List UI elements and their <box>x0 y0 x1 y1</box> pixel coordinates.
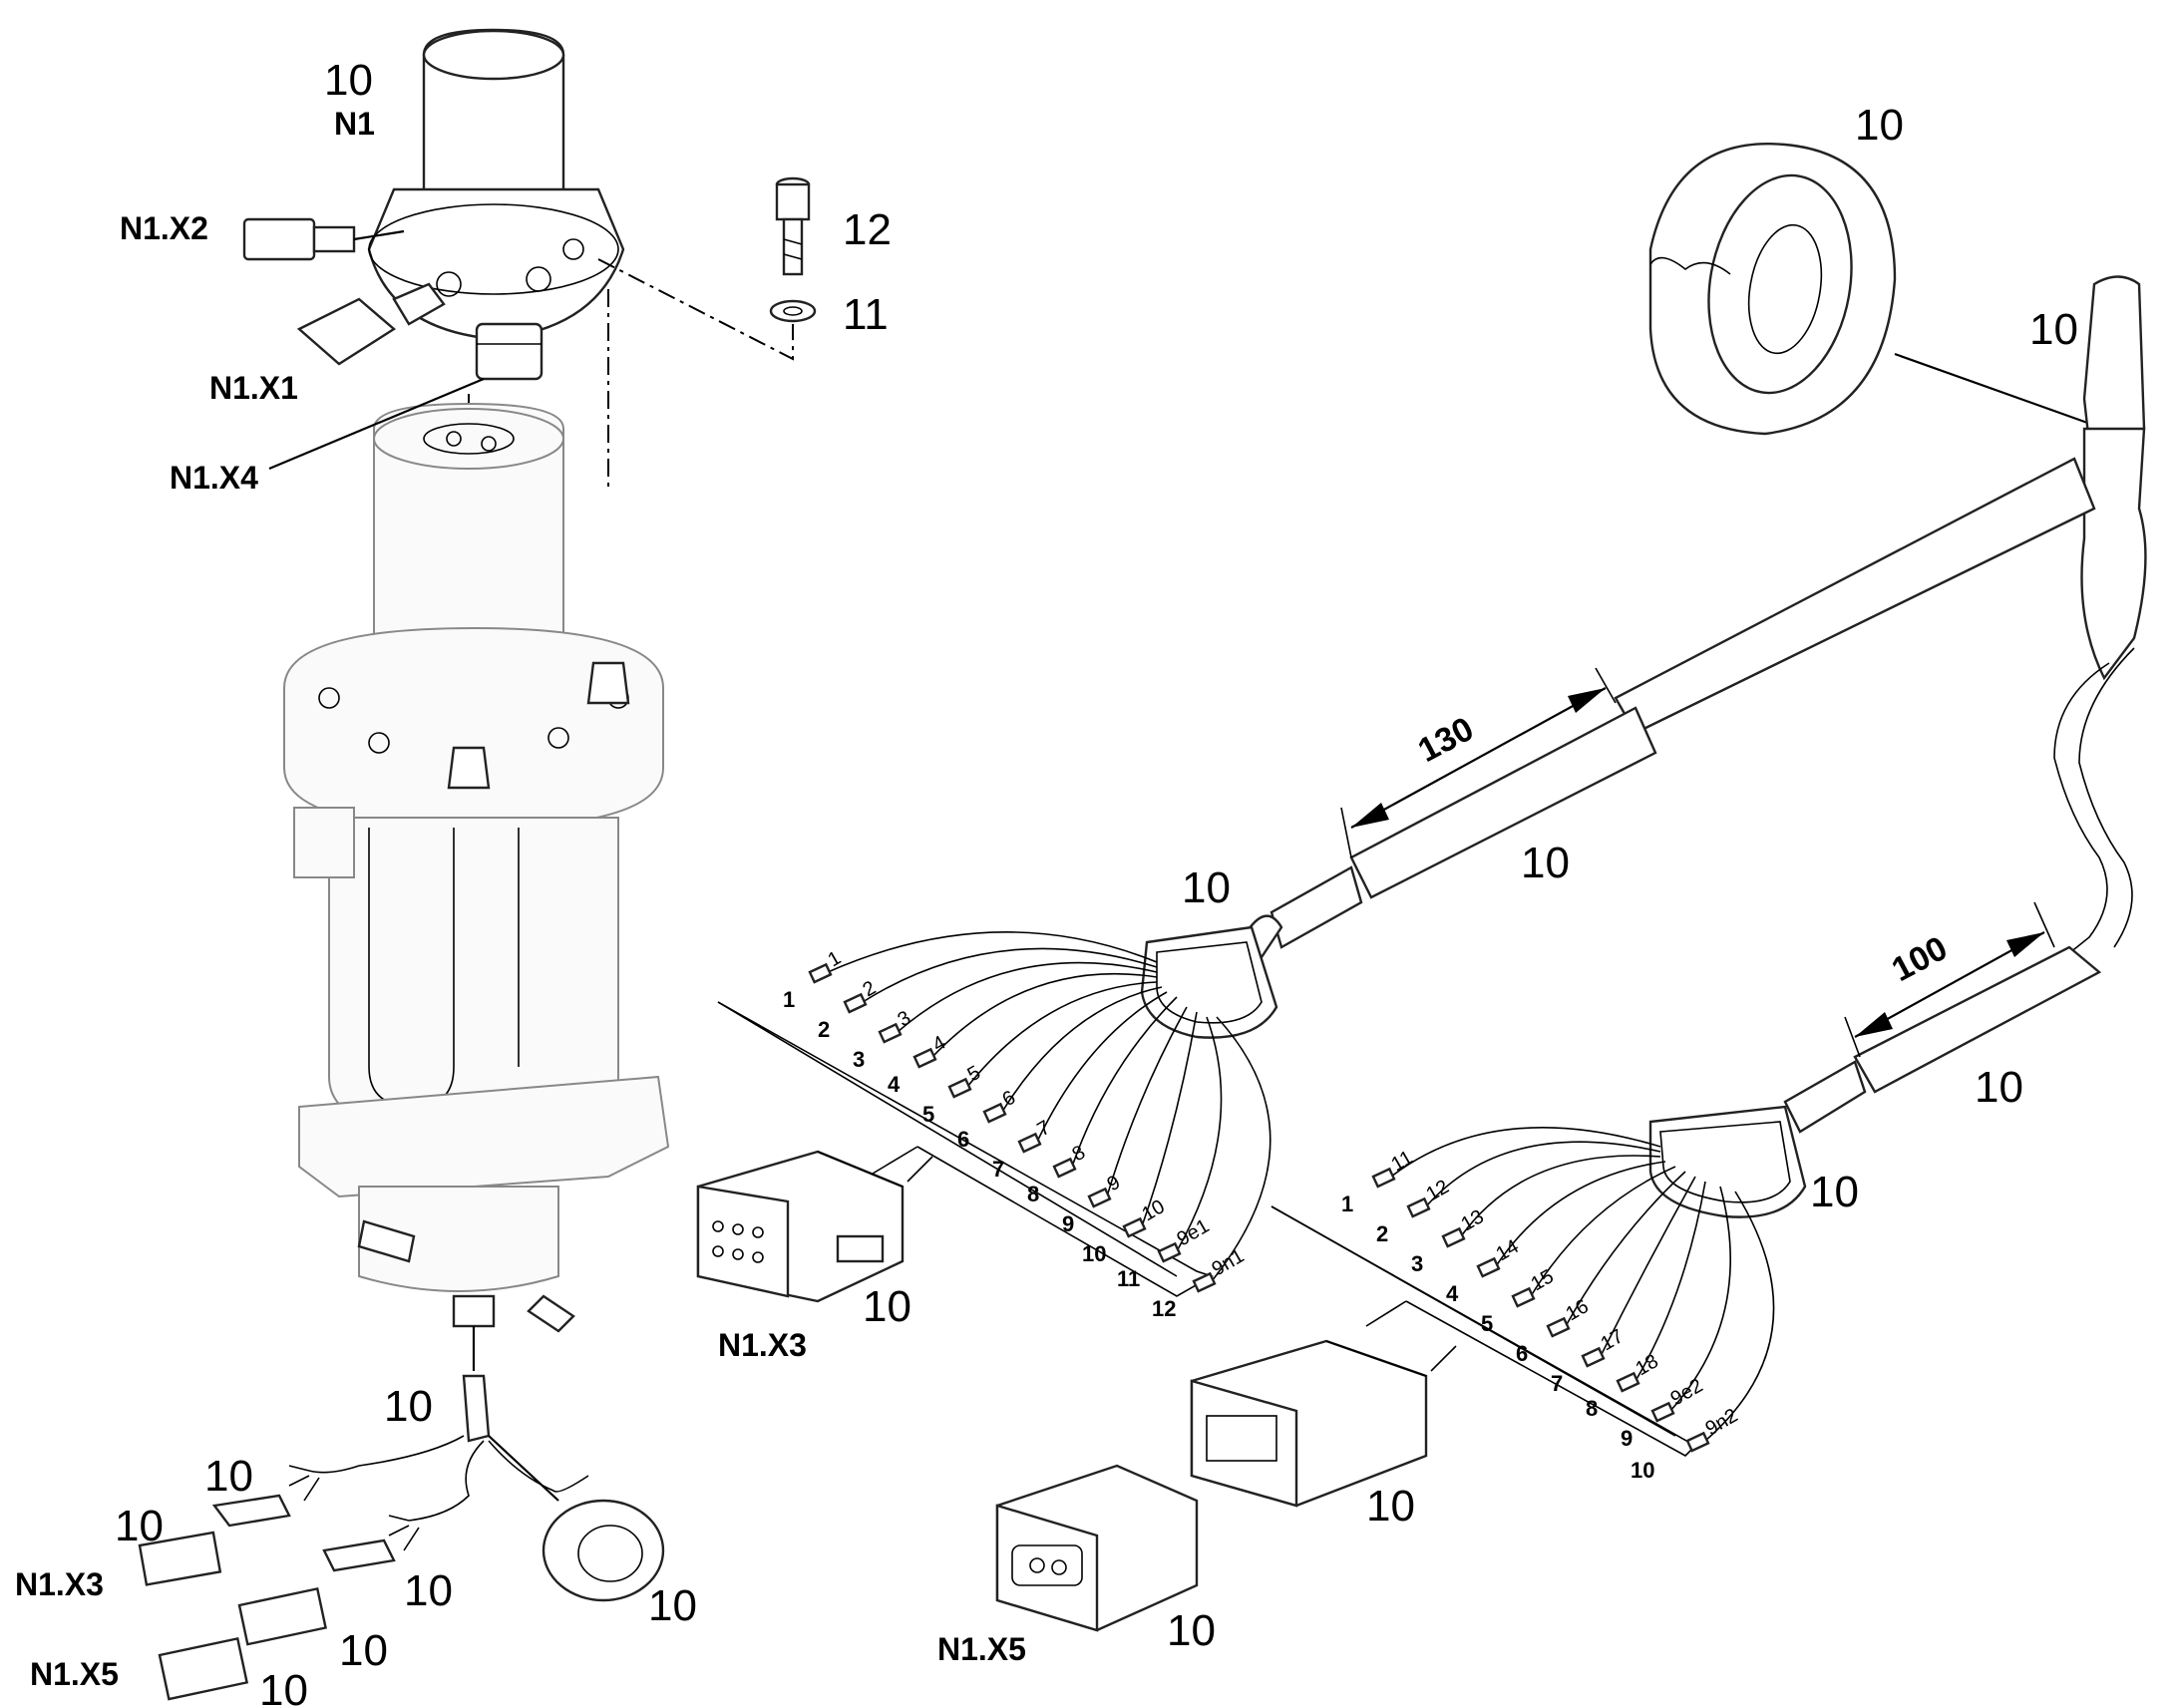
x3-wire-housing <box>1140 925 1278 1039</box>
overview-harness <box>308 1374 589 1522</box>
x3-pin-position: 12 <box>1152 1296 1176 1321</box>
overview-x5-code-callout: N1.X5 <box>30 1656 119 1692</box>
screw-item-callout: 12 <box>843 205 892 254</box>
n1-x2-connector <box>242 217 405 261</box>
x5-pin-position: 6 <box>1516 1341 1528 1366</box>
x3-pin-position: 1 <box>783 987 795 1012</box>
x5-wire-name: 9e2 <box>1667 1375 1707 1411</box>
cable-100-item-callout: 10 <box>1975 1063 2023 1112</box>
x3-wires <box>827 931 1272 1282</box>
n1-x2-callout: N1.X2 <box>120 210 208 246</box>
x3-pin-position: 6 <box>957 1127 969 1152</box>
x3-pin-position: 2 <box>818 1017 830 1042</box>
x5-pin-position: 3 <box>1411 1251 1423 1276</box>
x5-pin-position: 9 <box>1621 1426 1633 1451</box>
screw <box>775 176 811 276</box>
dimension-130 <box>1340 667 1617 858</box>
x5-pin-position: 7 <box>1551 1371 1563 1396</box>
n1-item-callout: 10 <box>324 56 373 105</box>
x5-wire-housing <box>1648 1105 1807 1218</box>
overview-x5-wires <box>158 1515 420 1701</box>
x5-pin-position: 4 <box>1446 1281 1459 1306</box>
x3-pin-position: 4 <box>888 1072 901 1097</box>
overview-x3-wires-item-callout: 10 <box>204 1452 253 1501</box>
dim-130-label: 130 <box>1412 710 1480 770</box>
harness-top-item-callout: 10 <box>2029 305 2078 354</box>
overview-tape-roll <box>542 1499 665 1602</box>
x5-plug <box>1190 1339 1428 1508</box>
x3-connector <box>696 1150 905 1303</box>
cable-130-item-callout: 10 <box>1521 839 1570 887</box>
x5-connector-code-callout: N1.X5 <box>937 1631 1026 1667</box>
x3-housing-item-callout: 10 <box>1182 863 1231 912</box>
x5-wire-name: 18 <box>1633 1350 1662 1380</box>
overview-x3-item-callout: 10 <box>115 1502 164 1550</box>
x5-pin-position: 8 <box>1586 1396 1598 1421</box>
x5-pin-position: 1 <box>1341 1192 1353 1216</box>
overview-tape-item-callout: 10 <box>648 1581 697 1630</box>
n1-x4-connector <box>475 322 544 381</box>
x5-wire-name: 14 <box>1493 1235 1523 1265</box>
x3-pin-position: 9 <box>1062 1211 1074 1236</box>
n1-callout: N1 <box>334 106 375 142</box>
washer <box>769 299 817 323</box>
x5-pin-position: 5 <box>1481 1311 1493 1336</box>
tape-top-item-callout: 10 <box>1855 101 1904 150</box>
n1-x1-connector <box>296 282 446 366</box>
x5-wire-name: 11 <box>1388 1147 1417 1176</box>
overview-x5-plug-item-callout: 10 <box>339 1626 388 1675</box>
x5-wire-name: 17 <box>1598 1325 1628 1355</box>
overview-x5-item-callout: 10 <box>259 1666 308 1708</box>
n1-x1-callout: N1.X1 <box>209 370 298 406</box>
x5-connector-item-callout: 10 <box>1167 1606 1216 1655</box>
x3-pin-position: 7 <box>992 1157 1004 1182</box>
x5-connector <box>995 1464 1199 1632</box>
x5-wire-name: 16 <box>1563 1295 1593 1325</box>
overview-x3-code-callout: N1.X3 <box>15 1566 104 1602</box>
x3-connector-code-callout: N1.X3 <box>718 1327 807 1363</box>
x3-pin-position: 5 <box>922 1102 934 1127</box>
x3-terminals <box>808 962 1217 1293</box>
x3-pin-positions: 1 2 3 4 5 6 7 8 9 10 11 12 <box>783 987 1176 1321</box>
x5-terminals <box>1371 1167 1710 1453</box>
tape-roll-top <box>1648 143 1897 436</box>
main-harness <box>1245 275 2147 1134</box>
x3-pin-position: 11 <box>1117 1266 1140 1291</box>
x5-pin-positions: 1 2 3 4 5 6 7 8 9 10 <box>1341 1192 1654 1483</box>
washer-item-callout: 11 <box>843 290 889 339</box>
x3-pin-position: 3 <box>853 1047 865 1072</box>
x5-plug-item-callout: 10 <box>1366 1482 1415 1531</box>
dim-100-label: 100 <box>1886 929 1954 989</box>
x3-pin-position: 8 <box>1027 1182 1039 1206</box>
motor-body <box>283 402 670 1371</box>
x5-pin-position: 2 <box>1376 1221 1388 1246</box>
overview-x5-wires-item-callout: 10 <box>404 1566 453 1615</box>
x5-wire-name: 15 <box>1528 1265 1558 1295</box>
overview-harness-item-callout: 10 <box>384 1382 433 1431</box>
callout-labels: 10 N1 N1.X2 N1.X1 N1.X4 12 11 10 10 130 … <box>15 56 2078 1708</box>
x5-wires <box>1390 1126 1775 1442</box>
x3-wire-name: 9n1 <box>1209 1245 1249 1281</box>
x3-connector-item-callout: 10 <box>863 1282 911 1331</box>
x3-pin-position: 10 <box>1082 1241 1106 1266</box>
dimension-100 <box>1844 901 2055 1058</box>
x5-wire-name: 12 <box>1423 1176 1453 1205</box>
overview-x3-wires <box>138 1465 320 1586</box>
x5-housing-item-callout: 10 <box>1810 1168 1859 1216</box>
n1-x4-callout: N1.X4 <box>170 460 258 496</box>
x5-pin-position: 10 <box>1631 1458 1654 1483</box>
